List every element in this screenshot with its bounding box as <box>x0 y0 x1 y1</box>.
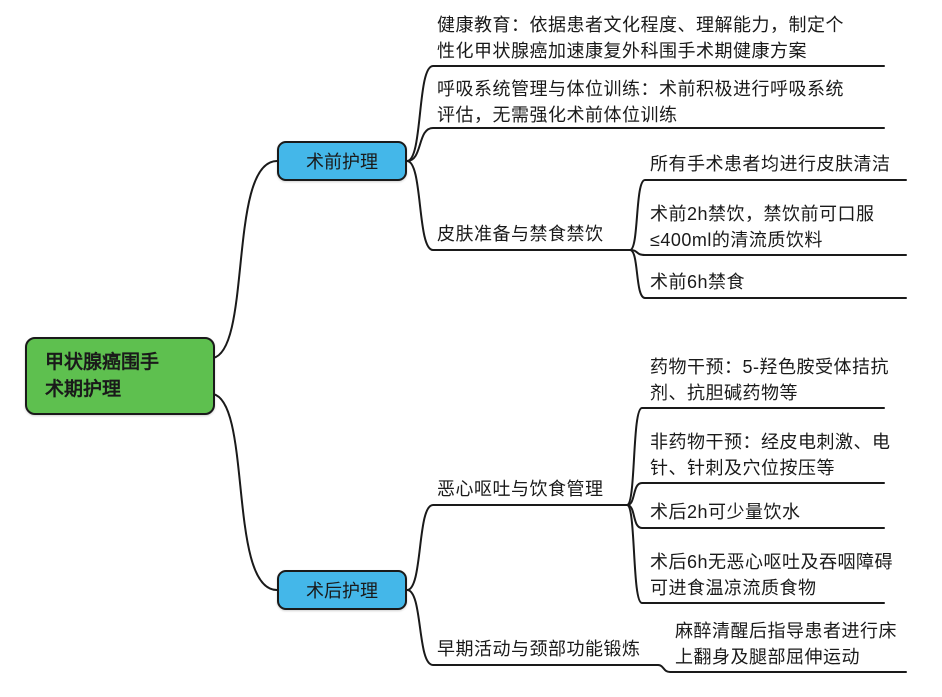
edge-root-preop <box>212 160 278 359</box>
topic-health-education: 健康教育：依据患者文化程度、理解能力，制定个性化甲状腺癌加速康复外科围手术期健康… <box>437 15 844 61</box>
edge-skin-cleaning <box>629 179 907 251</box>
edge-anesthesia-turning <box>657 664 907 673</box>
topic-preop-6h-fasting: 术前6h禁食 <box>650 272 746 292</box>
topic-anesthesia-recovery-turning: 麻醉清醒后指导患者进行床上翻身及腿部屈伸运动 <box>675 621 897 667</box>
edge-postop-nausea-diet <box>406 504 628 591</box>
postop-care-label: 术后护理 <box>306 581 378 601</box>
edge-6h-fasting <box>629 249 907 299</box>
preop-care-node: 术前护理 <box>277 141 407 181</box>
edge-preop-respiratory <box>406 127 885 162</box>
topic-early-activity-neck-exercise: 早期活动与颈部功能锻炼 <box>437 639 641 659</box>
preop-care-label: 术前护理 <box>306 152 378 172</box>
edge-drug-intervention <box>626 407 885 506</box>
topic-skin-prep-fasting: 皮肤准备与禁食禁饮 <box>437 224 604 244</box>
edge-nondrug-intervention <box>626 482 885 506</box>
edge-preop-skin-prep <box>406 160 631 251</box>
edge-preop-health-education <box>406 65 885 162</box>
topic-respiratory-position-training: 呼吸系统管理与体位训练：术前积极进行呼吸系统评估，无需强化术前体位训练 <box>437 79 844 125</box>
root-node-label: 甲状腺癌围手术期护理 <box>45 352 160 400</box>
edge-postop-early-activity <box>406 589 659 666</box>
topic-drug-intervention: 药物干预：5-羟色胺受体拮抗剂、抗胆碱药物等 <box>650 357 890 403</box>
topic-nondrug-intervention: 非药物干预：经皮电刺激、电针、针刺及穴位按压等 <box>650 432 891 478</box>
topic-postop-6h-liquid-food: 术后6h无恶心呕吐及吞咽障碍可进食温凉流质食物 <box>650 552 894 598</box>
topic-nausea-diet-management: 恶心呕吐与饮食管理 <box>437 479 604 499</box>
topic-skin-cleaning: 所有手术患者均进行皮肤清洁 <box>650 154 891 174</box>
root-node-thyroid-perioperative-care: 甲状腺癌围手术期护理 <box>25 337 215 415</box>
postop-care-node: 术后护理 <box>277 570 407 610</box>
edge-root-postop <box>212 393 278 591</box>
topic-preop-2h-fasting-drink: 术前2h禁饮，禁饮前可口服≤400ml的清流质饮料 <box>650 204 875 250</box>
topic-postop-2h-water: 术后2h可少量饮水 <box>650 502 801 522</box>
edge-6h-liquid-food <box>626 504 885 604</box>
